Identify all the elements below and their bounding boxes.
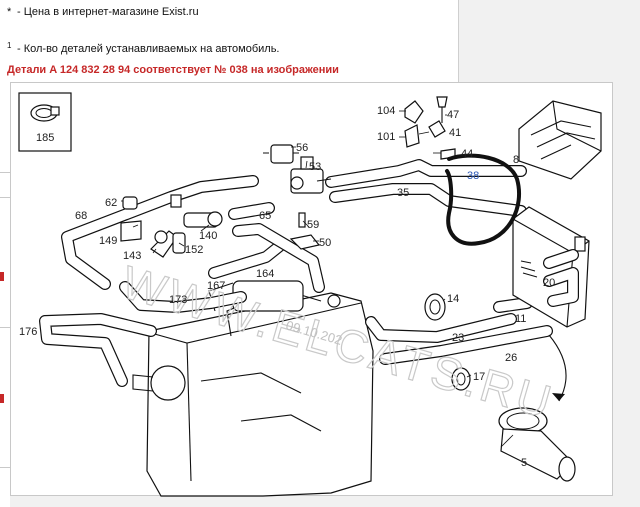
callout-5: 5 (521, 457, 527, 469)
callout-62: 62 (105, 197, 117, 209)
price-note-marker: * (7, 6, 12, 18)
grommets-group (424, 293, 471, 391)
callout-23: 23 (452, 332, 464, 344)
callout-68: 68 (75, 210, 87, 222)
callout-14: 14 (447, 293, 459, 305)
callout-167: 167 (207, 280, 225, 292)
valve-cluster (263, 144, 332, 250)
callout-149: 149 (99, 235, 117, 247)
parts-diagram-svg: WWW.ELCATS.RU 09.10.202 185 104 101 47 4… (18, 92, 602, 497)
elbow-duct-5 (498, 334, 576, 482)
callout-59: 59 (307, 219, 319, 231)
clips-group (404, 96, 602, 180)
part-match-note: Детали A 124 832 28 94 соответствует № 0… (7, 64, 339, 76)
callout-26: 26 (505, 352, 517, 364)
callout-53: 53 (309, 161, 321, 173)
callout-65: 65 (259, 210, 271, 222)
callout-20: 20 (543, 277, 555, 289)
callout-47: 47 (447, 109, 459, 121)
strip-divider (0, 467, 10, 468)
callout-152: 152 (185, 244, 203, 256)
clamp-185 (18, 92, 72, 152)
callout-56: 56 (296, 142, 308, 154)
callout-11: 11 (515, 313, 526, 325)
callout-41: 41 (449, 127, 461, 139)
callout-173: 173 (169, 294, 187, 306)
hose-group (39, 159, 553, 387)
callout-35: 35 (397, 187, 409, 199)
highlight-circle (445, 153, 521, 246)
strip-divider (0, 197, 10, 198)
strip-red-mark (0, 394, 4, 403)
strip-red-mark (0, 272, 4, 281)
callouts: 185 104 101 47 41 44 8 56 53 38 35 62 68… (19, 105, 555, 469)
callout-8: 8 (513, 154, 519, 166)
callout-101: 101 (377, 131, 395, 143)
quantity-note: 1 - Кол-во деталей устанавливаемых на авт… (7, 41, 280, 55)
callout-17: 17 (473, 371, 485, 383)
quantity-note-marker: 1 (7, 41, 12, 50)
strip-divider (0, 172, 10, 173)
callout-164: 164 (256, 268, 274, 280)
parts-diagram: WWW.ELCATS.RU 09.10.202 185 104 101 47 4… (10, 82, 613, 497)
callout-50: 50 (319, 237, 331, 249)
strip-divider (0, 327, 10, 328)
callout-176: 176 (19, 326, 37, 338)
quantity-note-text: - Кол-во деталей устанавливаемых на авто… (17, 43, 280, 55)
callout-44: 44 (461, 148, 473, 160)
callout-104: 104 (377, 105, 395, 117)
callout-143: 143 (123, 250, 141, 262)
callout-140: 140 (199, 230, 217, 242)
background-table-strip (0, 82, 10, 507)
leader-lines (121, 110, 514, 448)
price-note: * - Цена в интернет-магазине Exist.ru (7, 6, 199, 18)
callout-38: 38 (467, 170, 479, 182)
heater-core (512, 206, 590, 328)
notes-panel: * - Цена в интернет-магазине Exist.ru 1 - … (0, 0, 459, 83)
price-note-text: - Цена в интернет-магазине Exist.ru (17, 6, 199, 18)
engine-block (132, 280, 374, 497)
callout-185: 185 (36, 132, 54, 144)
